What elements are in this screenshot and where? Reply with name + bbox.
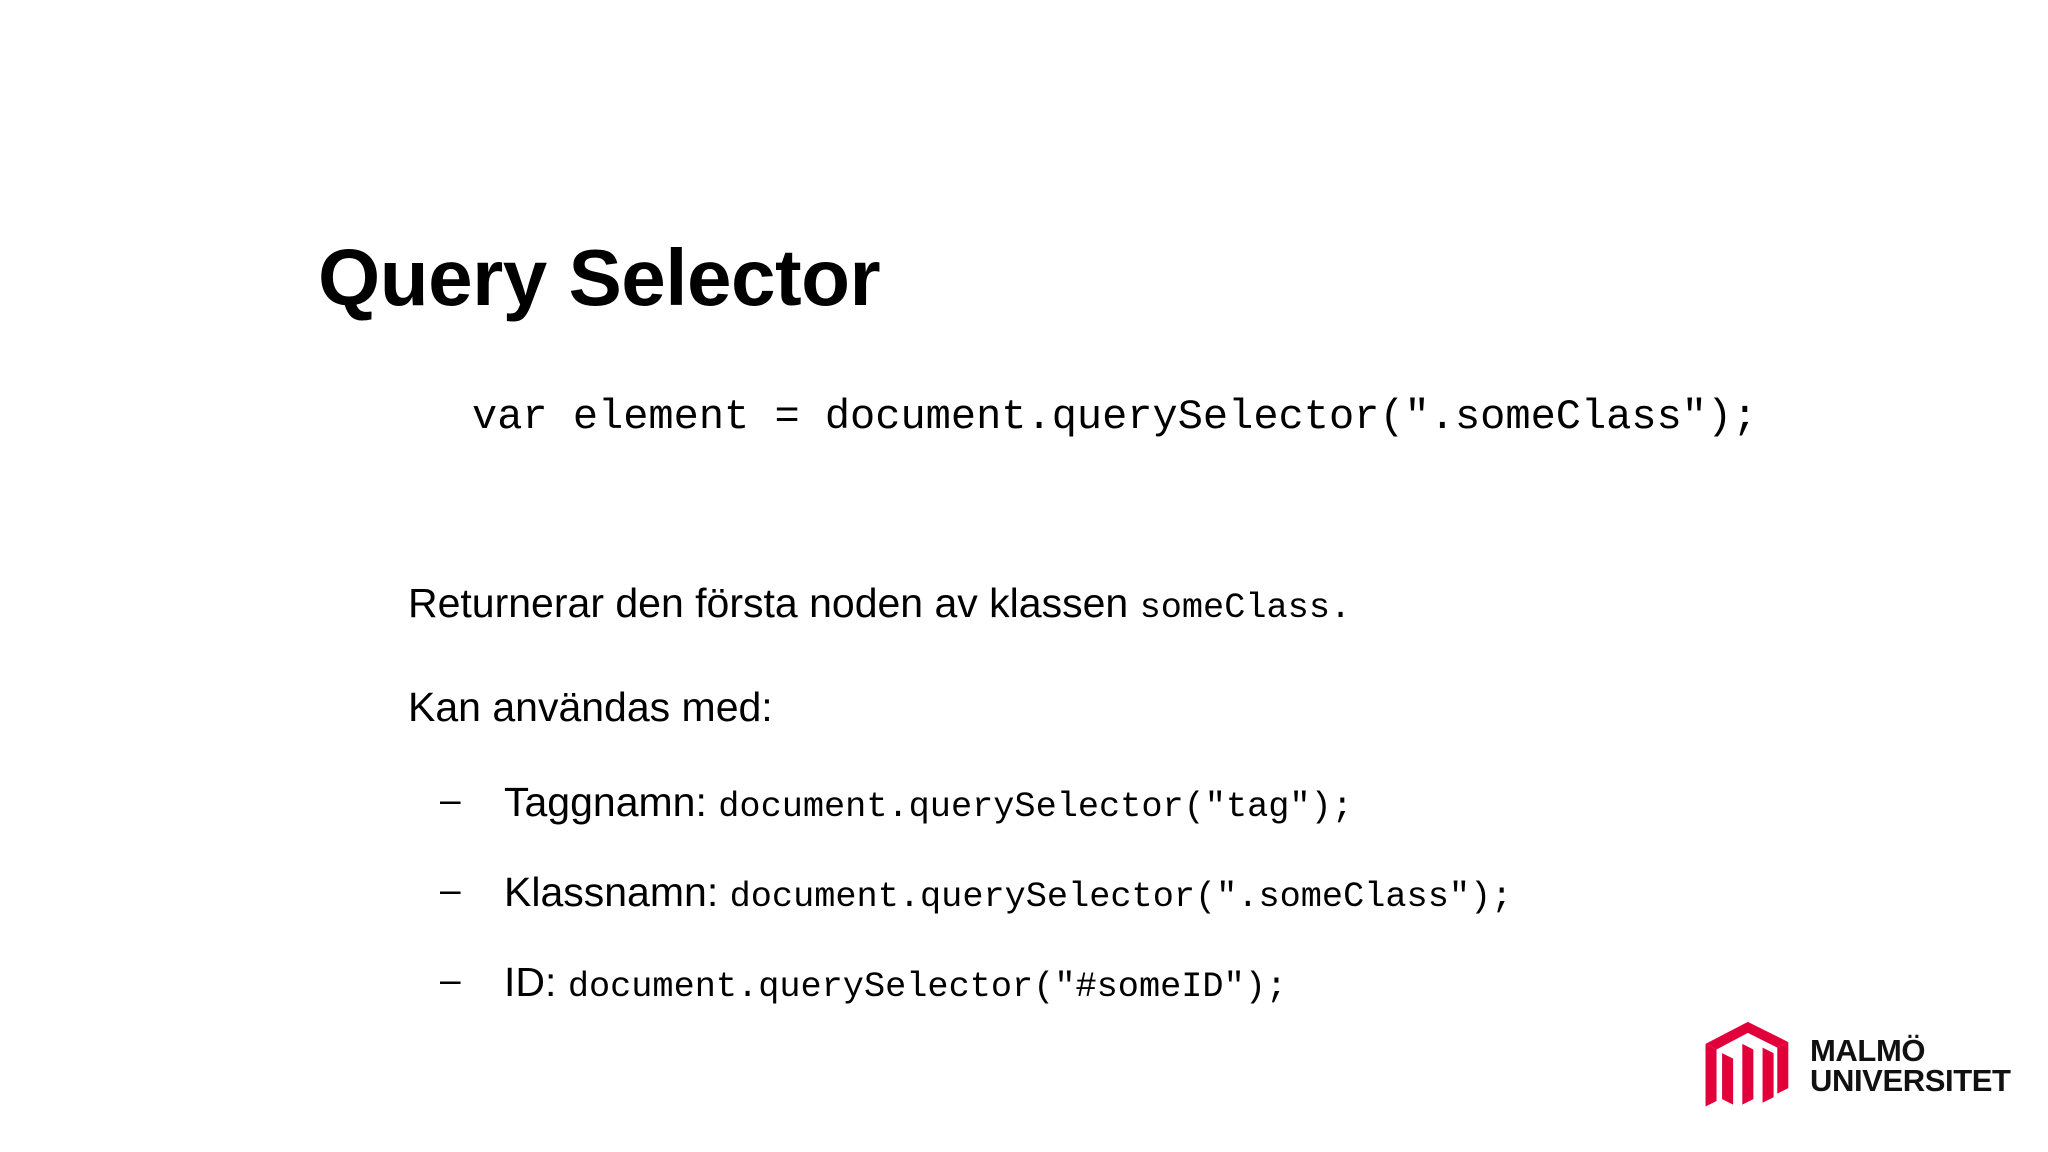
bullet-code: document.querySelector("tag"); bbox=[718, 787, 1353, 828]
code-example-line: var element = document.querySelector(".s… bbox=[472, 393, 1758, 441]
body-content: Returnerar den första noden av klassen s… bbox=[408, 578, 1908, 1010]
bullet-code: document.querySelector(".someClass"); bbox=[729, 877, 1513, 918]
usage-heading: Kan användas med: bbox=[408, 684, 773, 731]
bullet-code: document.querySelector("#someID"); bbox=[567, 967, 1288, 1008]
bullet-dash-icon: – bbox=[440, 779, 461, 821]
logo-wordmark: MALMÖ UNIVERSITET bbox=[1810, 1032, 2011, 1098]
list-item: – Taggnamn: document.querySelector("tag"… bbox=[408, 777, 1908, 829]
usage-bullet-list: – Taggnamn: document.querySelector("tag"… bbox=[408, 777, 1908, 1009]
bullet-label: ID: bbox=[504, 959, 557, 1006]
logo-line-2: UNIVERSITET bbox=[1810, 1063, 2011, 1098]
bullet-dash-icon: – bbox=[440, 869, 461, 911]
list-item: – Klassnamn: document.querySelector(".so… bbox=[408, 867, 1908, 919]
malmo-m-mark-icon bbox=[1705, 1021, 1789, 1107]
bullet-dash-icon: – bbox=[440, 959, 461, 1001]
intro-text-lead: Returnerar den första noden av klassen bbox=[408, 580, 1140, 626]
logo-line-1: MALMÖ bbox=[1810, 1032, 1926, 1068]
malmo-universitet-logo: MALMÖ UNIVERSITET bbox=[1700, 1014, 2011, 1118]
bullet-label: Taggnamn: bbox=[504, 779, 707, 826]
intro-text-code: someClass. bbox=[1139, 588, 1352, 628]
bullet-label: Klassnamn: bbox=[504, 869, 719, 916]
page-title: Query Selector bbox=[318, 232, 881, 322]
intro-text: Returnerar den första noden av klassen s… bbox=[408, 578, 1908, 630]
list-item: – ID: document.querySelector("#someID"); bbox=[408, 957, 1908, 1009]
